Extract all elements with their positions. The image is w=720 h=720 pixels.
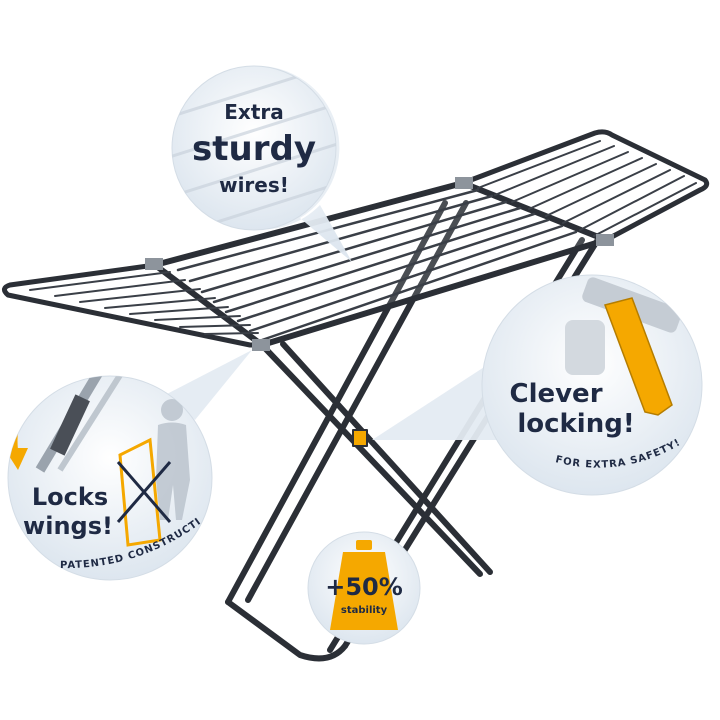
callout-sturdy: Extra sturdy wires!: [171, 65, 352, 262]
wings-line1: Locks: [32, 483, 108, 511]
wings-line2: wings!: [23, 512, 113, 540]
locking-line2: locking!: [517, 409, 634, 439]
sturdy-line2: sturdy: [192, 129, 316, 169]
callout-stability: +50% stability: [307, 531, 421, 645]
locking-line1: Clever: [509, 379, 602, 409]
sturdy-line1: Extra: [224, 100, 283, 124]
person-silhouette-icon: [156, 399, 190, 520]
callout-locking: Clever locking! FOR EXTRA SAFETY!: [372, 274, 703, 496]
weight-icon: [330, 540, 398, 630]
stability-value: +50%: [325, 573, 403, 601]
lock-clip-icon: [604, 297, 673, 416]
sturdy-line3: wires!: [219, 173, 289, 197]
stability-label: stability: [341, 605, 388, 616]
